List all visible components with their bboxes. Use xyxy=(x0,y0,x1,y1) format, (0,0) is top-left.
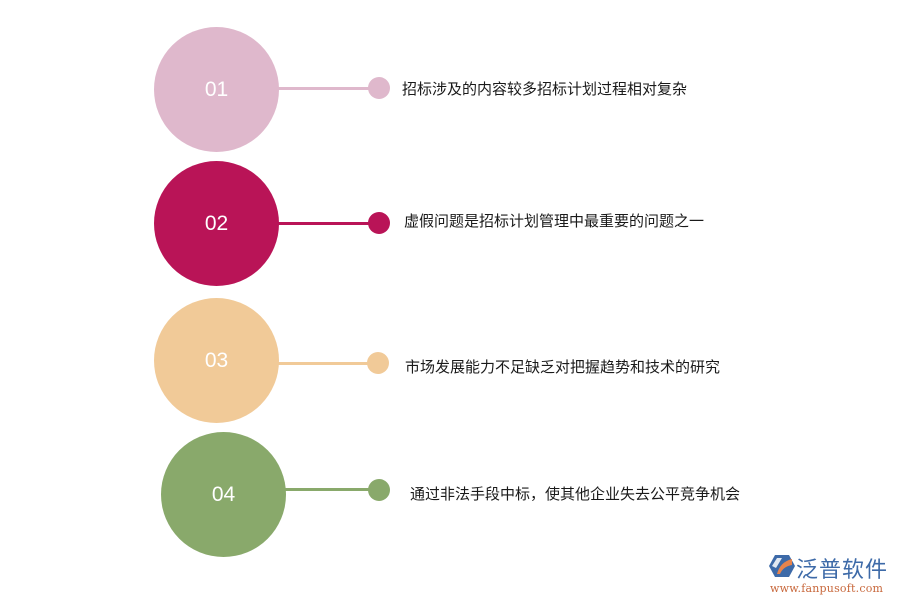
number-circle-01: 01 xyxy=(154,27,279,152)
brand-logo: 泛普软件 www.fanpusoft.com xyxy=(768,552,893,597)
bullet-dot-01 xyxy=(368,77,390,99)
number-label-01: 01 xyxy=(204,77,229,101)
bullet-dot-04 xyxy=(368,479,390,501)
item-text-02: 虚假问题是招标计划管理中最重要的问题之一 xyxy=(404,212,705,230)
number-circle-04: 04 xyxy=(161,432,286,557)
connector-line-03 xyxy=(276,362,376,365)
number-label-03: 03 xyxy=(204,348,229,372)
connector-line-02 xyxy=(276,222,376,225)
number-circle-02: 02 xyxy=(154,161,279,286)
connector-line-01 xyxy=(276,87,376,90)
connector-line-04 xyxy=(283,488,378,491)
number-label-04: 04 xyxy=(211,482,236,506)
item-text-01: 招标涉及的内容较多招标计划过程相对复杂 xyxy=(402,80,688,98)
bullet-dot-03 xyxy=(367,352,389,374)
item-text-03: 市场发展能力不足缺乏对把握趋势和技术的研究 xyxy=(405,358,721,376)
brand-name: 泛普软件 xyxy=(796,558,889,583)
brand-url: www.fanpusoft.com xyxy=(770,582,884,595)
item-text-04: 通过非法手段中标，使其他企业失去公平竞争机会 xyxy=(410,485,741,503)
brand-logo-icon xyxy=(769,555,795,577)
bullet-dot-02 xyxy=(368,212,390,234)
number-circle-03: 03 xyxy=(154,298,279,423)
number-label-02: 02 xyxy=(204,211,229,235)
